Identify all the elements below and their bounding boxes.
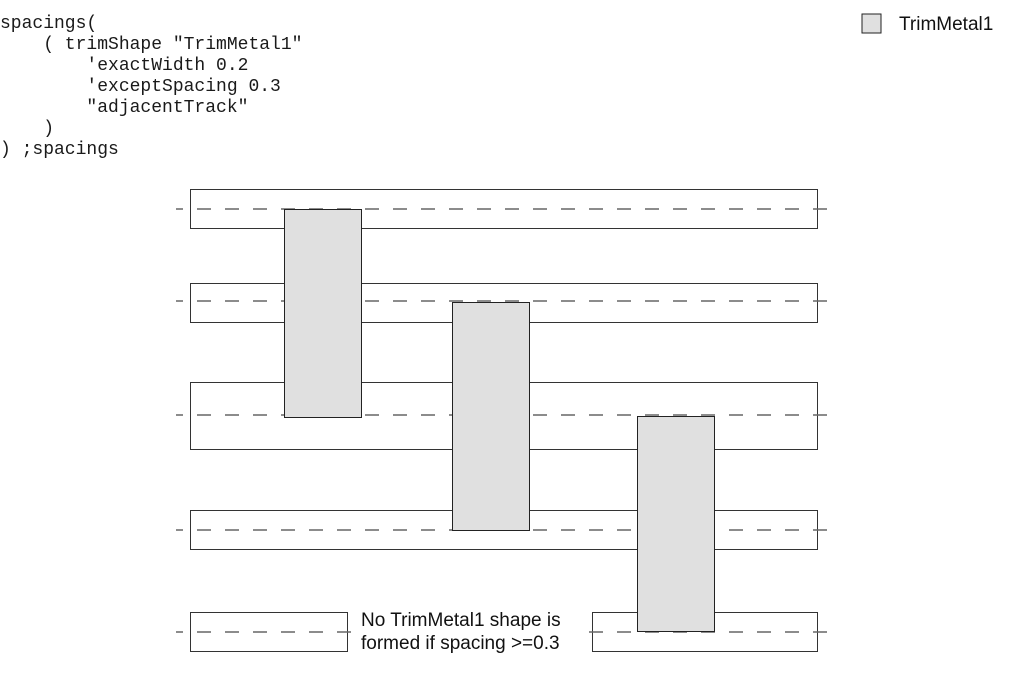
code-line: 'exactWidth 0.2 (0, 56, 248, 76)
code-line: 'exceptSpacing 0.3 (0, 77, 281, 97)
legend: TrimMetal1 (861, 13, 993, 35)
legend-swatch (861, 13, 882, 34)
trim-shape-3 (637, 416, 715, 632)
code-line: ) ;spacings (0, 140, 119, 160)
annotation: No TrimMetal1 shape is formed if spacing… (354, 607, 588, 657)
annotation-background (354, 607, 588, 657)
trim-shape-1 (284, 209, 362, 418)
code-line: "adjacentTrack" (0, 98, 248, 118)
legend-label: TrimMetal1 (899, 14, 993, 35)
code-line: ( trimShape "TrimMetal1" (0, 35, 302, 55)
trim-shape-2 (452, 302, 530, 531)
code-line: spacings( (0, 14, 97, 34)
annotation-line-1: No TrimMetal1 shape is (361, 610, 561, 631)
annotation-line-2: formed if spacing >=0.3 (361, 633, 560, 654)
code-block: spacings( ( trimShape "TrimMetal1" 'exac… (0, 14, 302, 160)
trim-shapes (284, 209, 715, 632)
track-5-left (190, 612, 348, 652)
code-line: ) (0, 119, 54, 139)
